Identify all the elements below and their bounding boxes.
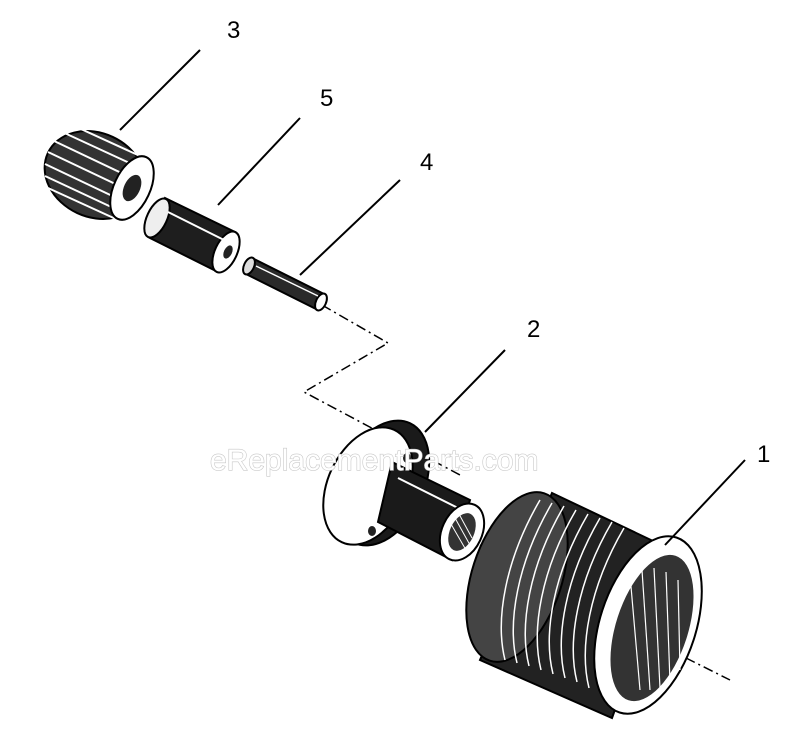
callout-5: 5 [320,85,333,112]
leader-4 [299,179,401,276]
watermark-text: eReplacementParts.com [210,444,538,477]
callout-4: 4 [420,149,433,176]
leader-2 [424,349,506,433]
callout-1: 1 [757,441,770,468]
part-1-threaded-ring [465,491,703,720]
leader-1 [664,459,746,546]
leader-5 [217,117,301,206]
part-4-pin [242,256,328,312]
leader-lines [119,49,746,546]
part-5-bushing [143,196,241,274]
callout-3: 3 [227,17,240,44]
callout-2: 2 [527,316,540,343]
part-2-flanged-hub [322,419,486,562]
leader-3 [119,49,201,131]
part-3-gear [43,123,155,221]
